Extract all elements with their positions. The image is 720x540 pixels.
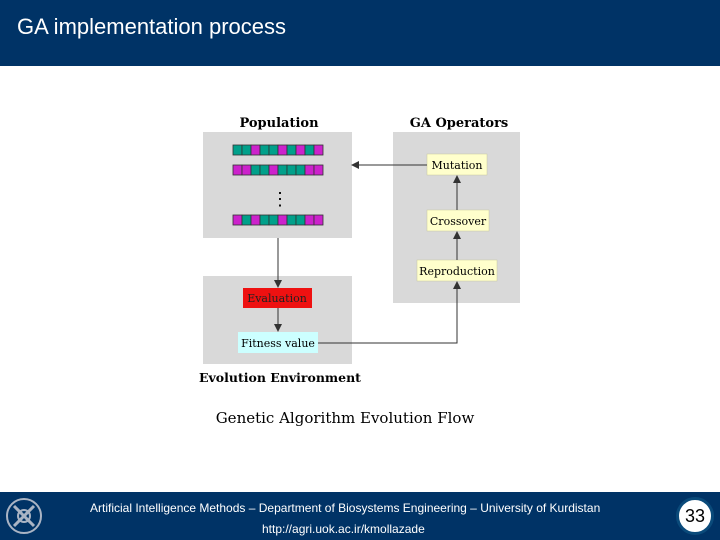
gene-cell: [313, 164, 324, 176]
gene-cell: [241, 164, 252, 176]
gene-cell: [295, 214, 306, 226]
gene-cell: [304, 164, 315, 176]
gene-cell: [268, 164, 279, 176]
gene-cell: [277, 214, 288, 226]
gene-cell: [232, 214, 243, 226]
gene-cell: [286, 164, 297, 176]
university-logo-icon: [6, 498, 42, 534]
slide-title: GA implementation process: [17, 14, 287, 39]
gene-cell: [241, 214, 252, 226]
gene-cell: [259, 164, 270, 176]
diagram-caption: Genetic Algorithm Evolution Flow: [216, 409, 475, 427]
gene-cell: [250, 164, 261, 176]
ellipsis-icon: ⋮: [271, 189, 289, 210]
gene-cell: [286, 144, 297, 156]
fitness-label: Fitness value: [241, 337, 315, 350]
footer-line-1: Artificial Intelligence Methods – Depart…: [90, 501, 601, 515]
gene-cell: [277, 144, 288, 156]
fitness-box: [238, 332, 318, 353]
gene-cell: [268, 144, 279, 156]
environment-label: Evolution Environment: [199, 370, 361, 385]
ga-flow-diagram: Population GA Operators Evolution Enviro…: [199, 116, 520, 427]
gene-cell: [250, 214, 261, 226]
mutation-label: Mutation: [432, 159, 483, 172]
gene-cell: [313, 214, 324, 226]
gene-cell: [241, 144, 252, 156]
gene-cell: [259, 144, 270, 156]
slide-header: GA implementation process: [0, 0, 720, 66]
operators-label: GA Operators: [410, 116, 509, 131]
gene-cell: [268, 214, 279, 226]
page-number: 33: [676, 497, 714, 535]
gene-cell: [295, 144, 306, 156]
gene-cell: [232, 144, 243, 156]
gene-cell: [277, 164, 288, 176]
gene-cell: [295, 164, 306, 176]
slide-footer: Artificial Intelligence Methods – Depart…: [0, 492, 720, 540]
gene-cell: [259, 214, 270, 226]
chromosome-row-1: [232, 144, 324, 156]
footer-link[interactable]: http://agri.uok.ac.ir/kmollazade: [262, 522, 425, 536]
evaluation-label: Evaluation: [247, 292, 307, 305]
gene-cell: [250, 144, 261, 156]
population-label: Population: [239, 116, 319, 131]
chromosome-row-3: [232, 214, 324, 226]
chromosome-row-2: [232, 164, 324, 176]
gene-cell: [313, 144, 324, 156]
gene-cell: [304, 214, 315, 226]
crossover-label: Crossover: [430, 215, 487, 228]
arrow-fitness-to-reproduction: [318, 281, 461, 344]
gene-cell: [232, 164, 243, 176]
gene-cell: [286, 214, 297, 226]
gene-cell: [304, 144, 315, 156]
evaluation-box: [243, 288, 312, 308]
reproduction-label: Reproduction: [419, 265, 495, 278]
